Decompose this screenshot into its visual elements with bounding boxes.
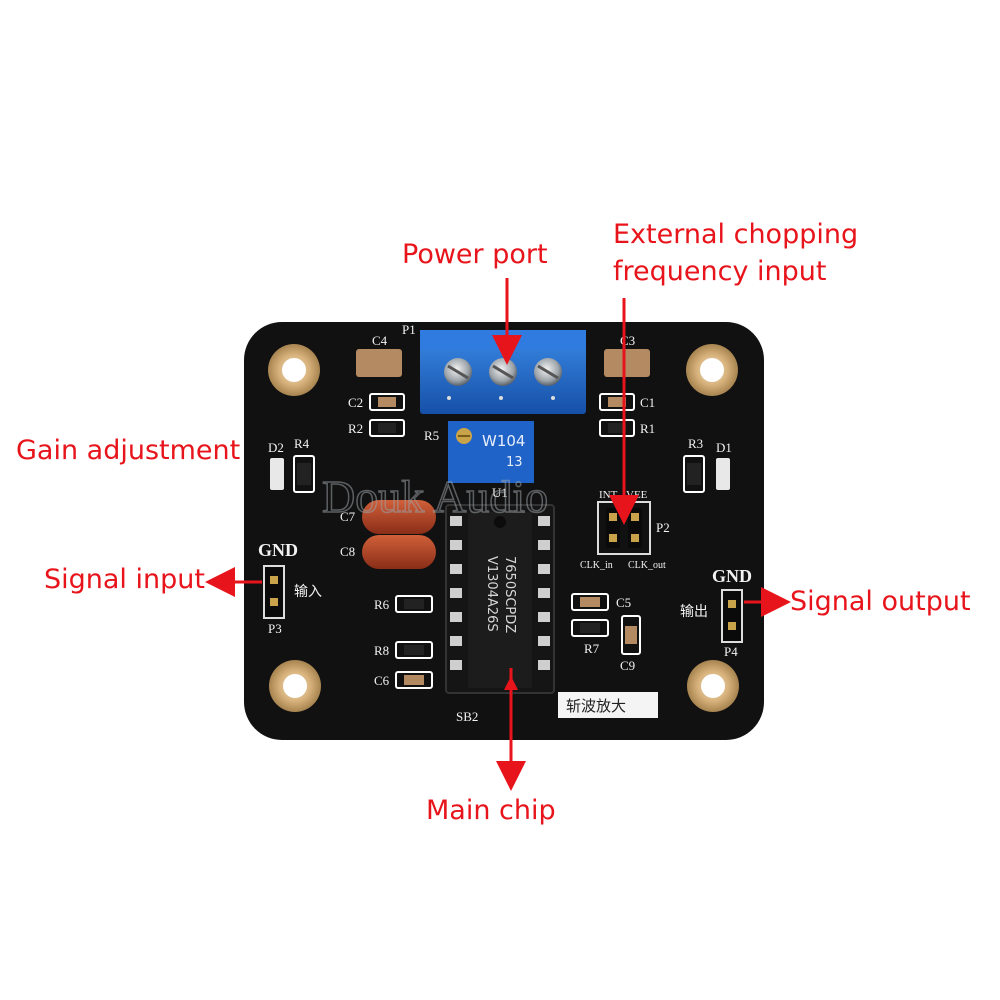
arrow-main-chip-tail: [504, 676, 518, 690]
board-title-cn: 斩波放大: [566, 697, 626, 715]
label-r4: R4: [294, 436, 310, 451]
cap-c6-body: [395, 671, 433, 689]
film-capacitor-c7: [362, 500, 436, 534]
gain-potentiometer: [448, 421, 534, 483]
mounting-hole-top-left: [268, 344, 320, 396]
label-p2: P2: [656, 520, 670, 535]
cap-c3-body: [604, 349, 650, 377]
cap-c5-body: [571, 593, 609, 611]
label-u1: U1: [492, 485, 508, 500]
label-d2: D2: [268, 440, 284, 455]
pot-code-1: W104: [482, 432, 525, 450]
mounting-hole-bottom-left: [269, 660, 321, 712]
callout-gain-adjustment: Gain adjustment: [16, 435, 241, 466]
res-r7-body: [571, 619, 609, 637]
label-p4: P4: [724, 644, 738, 659]
callout-power-port: Power port: [402, 239, 548, 270]
label-vee: VEE: [626, 489, 648, 501]
res-r3-body: [683, 455, 705, 493]
label-gnd-right: GND: [712, 566, 752, 586]
pot-code-2: 13: [506, 455, 523, 470]
label-c5: C5: [616, 595, 631, 610]
label-int: INT: [599, 489, 618, 501]
res-r8-body: [395, 641, 433, 659]
label-c3: C3: [620, 333, 635, 348]
label-c1: C1: [640, 395, 655, 410]
label-sb2: SB2: [456, 709, 478, 724]
label-c9: C9: [620, 658, 635, 673]
label-r3: R3: [688, 436, 703, 451]
led-d2-body: [270, 458, 284, 490]
label-r1: R1: [640, 421, 655, 436]
mounting-hole-top-right: [686, 344, 738, 396]
label-c8: C8: [340, 544, 355, 559]
label-output-cn: 输出: [680, 604, 708, 620]
callout-signal-input: Signal input: [44, 564, 205, 595]
main-chip-socket: [445, 504, 555, 694]
output-header-p4: [721, 589, 743, 643]
label-gnd-left: GND: [258, 540, 298, 560]
label-c6: C6: [374, 673, 390, 688]
chip-marking-1: 7650SCPDZ: [502, 556, 517, 633]
label-c2: C2: [348, 395, 363, 410]
label-p1: P1: [402, 322, 416, 337]
label-input-cn: 输入: [294, 584, 322, 600]
cap-c2-body: [369, 393, 405, 411]
label-r8: R8: [374, 643, 389, 658]
cap-c4-body: [356, 349, 402, 377]
brand-watermark: Douk Audio: [322, 471, 548, 522]
label-clk-in: CLK_in: [580, 560, 613, 571]
label-r6: R6: [374, 597, 390, 612]
board-title-box: [558, 692, 658, 718]
label-c4: C4: [372, 333, 388, 348]
label-r7: R7: [584, 641, 600, 656]
input-header-p3: [263, 565, 285, 619]
label-d1: D1: [716, 440, 732, 455]
cap-c9-body: [621, 615, 641, 655]
label-clk-out: CLK_out: [628, 560, 666, 571]
res-r2-body: [369, 419, 405, 437]
led-d1-body: [716, 458, 730, 490]
power-terminal-block: [420, 330, 586, 414]
callout-main-chip: Main chip: [426, 795, 556, 826]
label-p3: P3: [268, 621, 282, 636]
chip-marking-2: V1304A26S: [484, 556, 499, 632]
label-c7: C7: [340, 509, 356, 524]
label-r5: R5: [424, 428, 439, 443]
label-r2: R2: [348, 421, 363, 436]
callout-external-chopping-line2: frequency input: [613, 256, 827, 287]
res-r4-body: [293, 455, 315, 493]
film-capacitor-c8: [362, 535, 436, 569]
cap-c1-body: [599, 393, 635, 411]
res-r1-body: [599, 419, 635, 437]
res-r6-body: [395, 595, 433, 613]
callout-external-chopping-line1: External chopping: [613, 219, 859, 250]
mounting-hole-bottom-right: [687, 660, 739, 712]
callout-signal-output: Signal output: [790, 586, 971, 617]
